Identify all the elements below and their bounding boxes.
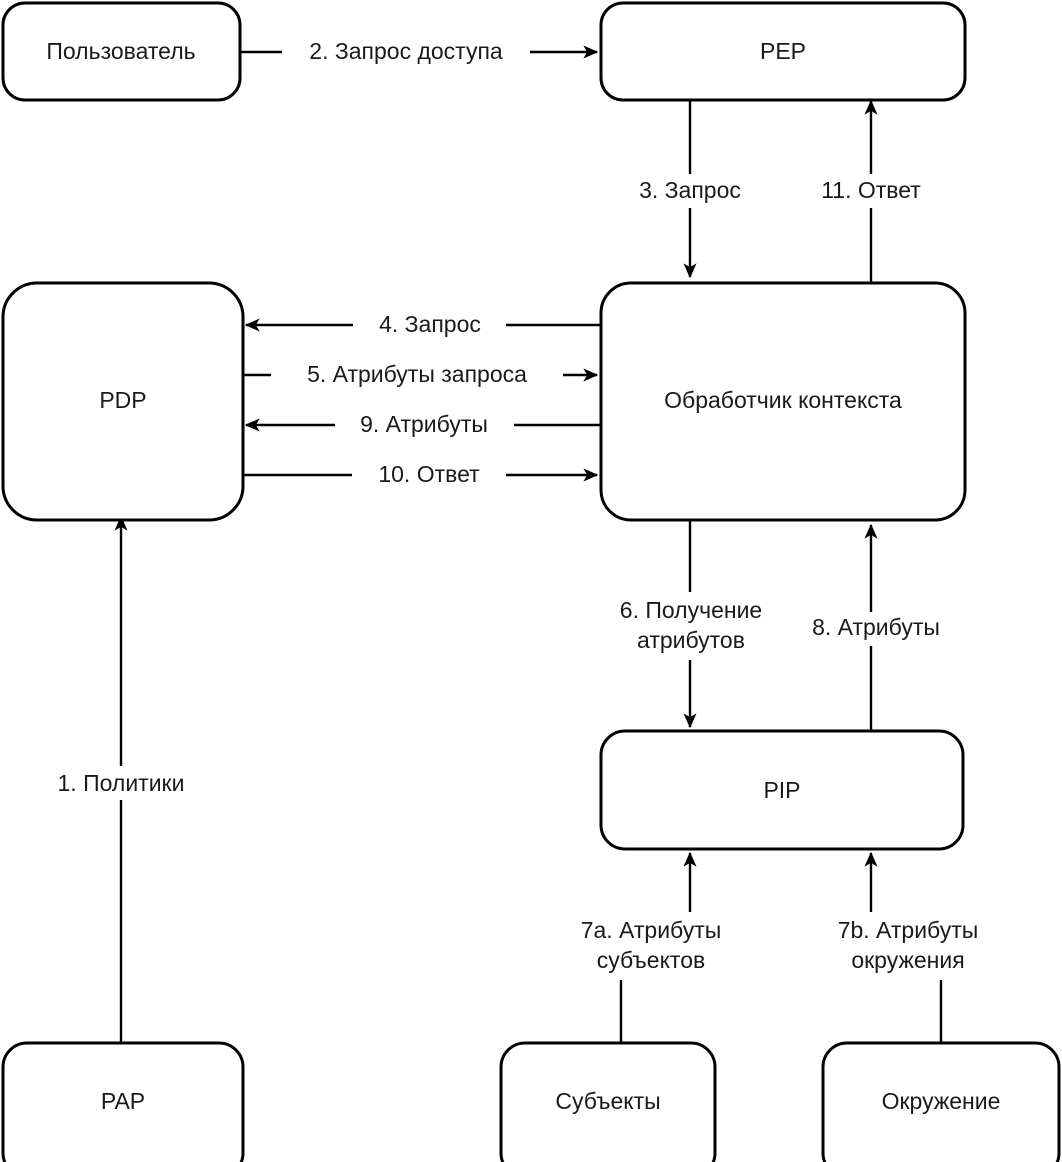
edge-label-7a-line1: 7a. Атрибуты	[581, 917, 722, 943]
node-environment-shape[interactable]	[821, 1041, 1061, 1162]
edge-5-request-attributes: 5. Атрибуты запроса	[243, 358, 599, 392]
node-subjects-label: Субъекты	[555, 1088, 660, 1114]
node-environment-label: Окружение	[882, 1088, 1001, 1114]
edge-label-7b-line1: 7b. Атрибуты	[838, 917, 979, 943]
node-pip-shape[interactable]	[599, 729, 965, 851]
node-context-handler-shape[interactable]	[599, 281, 967, 522]
edge-label-10: 10. Ответ	[378, 461, 480, 487]
edge-label-8: 8. Атрибуты	[812, 614, 940, 640]
edge-label-2: 2. Запрос доступа	[309, 38, 503, 64]
edge-label-1: 1. Политики	[58, 770, 185, 796]
edge-8-attributes: 8. Атрибуты	[791, 523, 961, 731]
node-user-shape[interactable]	[1, 1, 242, 102]
node-pep[interactable]: PEP	[599, 1, 967, 102]
edge-10-response: 10. Ответ	[243, 458, 599, 492]
node-pep-label: PEP	[760, 38, 806, 64]
edge-label-3: 3. Запрос	[639, 177, 741, 203]
edge-9-attributes: 9. Атрибуты	[244, 408, 601, 442]
edge-7b-environment-attributes: 7b. Атрибуты окружения	[812, 851, 1008, 1043]
node-user-label: Пользователь	[46, 38, 195, 64]
edge-label-9: 9. Атрибуты	[360, 411, 488, 437]
node-environment[interactable]: Окружение	[821, 1041, 1061, 1162]
node-pap-label: PAP	[101, 1088, 145, 1114]
node-pdp-label: PDP	[99, 387, 146, 413]
node-subjects-shape[interactable]	[499, 1041, 717, 1162]
node-pap-shape[interactable]	[1, 1041, 245, 1162]
edge-1-policies: 1. Политики	[35, 515, 207, 1043]
edge-3-request: 3. Запрос	[619, 101, 761, 279]
edge-label-7a-line2: субъектов	[597, 947, 705, 973]
edge-label-6-line2: атрибутов	[637, 627, 745, 653]
edge-6-get-attributes: 6. Получение атрибутов	[596, 521, 786, 729]
edge-2-access-request: 2. Запрос доступа	[241, 34, 599, 70]
edge-label-6-line1: 6. Получение	[620, 597, 762, 623]
node-pap[interactable]: PAP	[1, 1041, 245, 1162]
node-context-handler[interactable]: Обработчик контекста	[599, 281, 967, 522]
node-user[interactable]: Пользователь	[1, 1, 242, 102]
node-subjects[interactable]: Субъекты	[499, 1041, 717, 1162]
node-pdp[interactable]: PDP	[1, 281, 245, 522]
edge-11-response: 11. Ответ	[801, 99, 943, 283]
node-context-handler-label: Обработчик контекста	[664, 387, 902, 413]
node-pdp-shape[interactable]	[1, 281, 245, 522]
edge-label-4: 4. Запрос	[379, 311, 481, 337]
node-pip[interactable]: PIP	[599, 729, 965, 851]
edge-label-5: 5. Атрибуты запроса	[307, 361, 527, 387]
edge-label-11: 11. Ответ	[821, 177, 921, 203]
edge-7a-subject-attributes: 7a. Атрибуты субъектов	[553, 851, 749, 1043]
node-pep-shape[interactable]	[599, 1, 967, 102]
edge-label-7b-line2: окружения	[851, 947, 964, 973]
node-pip-label: PIP	[763, 777, 800, 803]
edge-4-request: 4. Запрос	[244, 308, 601, 342]
